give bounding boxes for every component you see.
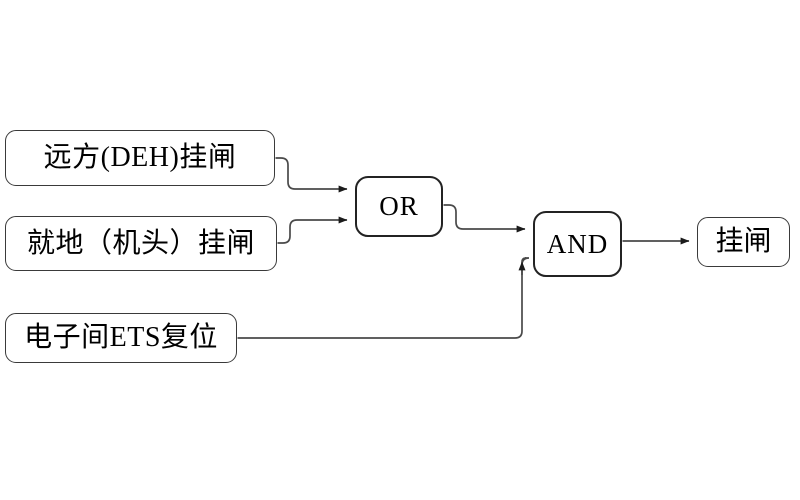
input-label-remote-deh: 远方(DEH)挂闸 (43, 142, 237, 173)
output-label-latch: 挂闸 (715, 226, 772, 257)
input-box-local-head[interactable]: 就地（机头）挂闸 (5, 216, 277, 271)
input-label-local-head: 就地（机头）挂闸 (26, 227, 255, 259)
connector-local-head-to-or (277, 216, 348, 244)
connector-remote-deh-to-or (275, 157, 348, 193)
output-box-latch[interactable]: 挂闸 (697, 217, 790, 267)
input-box-remote-deh[interactable]: 远方(DEH)挂闸 (5, 130, 275, 186)
connector-or-to-and (443, 204, 526, 233)
input-label-ets-reset: 电子间ETS复位 (24, 322, 218, 353)
gate-label-or: OR (379, 191, 419, 221)
logic-gate-and[interactable]: AND (533, 211, 622, 277)
connector-ets-reset-to-and (237, 257, 530, 339)
logic-gate-or[interactable]: OR (355, 176, 443, 237)
gate-label-and: AND (546, 228, 609, 259)
connector-ets-reset-elbow-into-and (521, 257, 527, 263)
input-box-ets-reset[interactable]: 电子间ETS复位 (5, 313, 237, 363)
